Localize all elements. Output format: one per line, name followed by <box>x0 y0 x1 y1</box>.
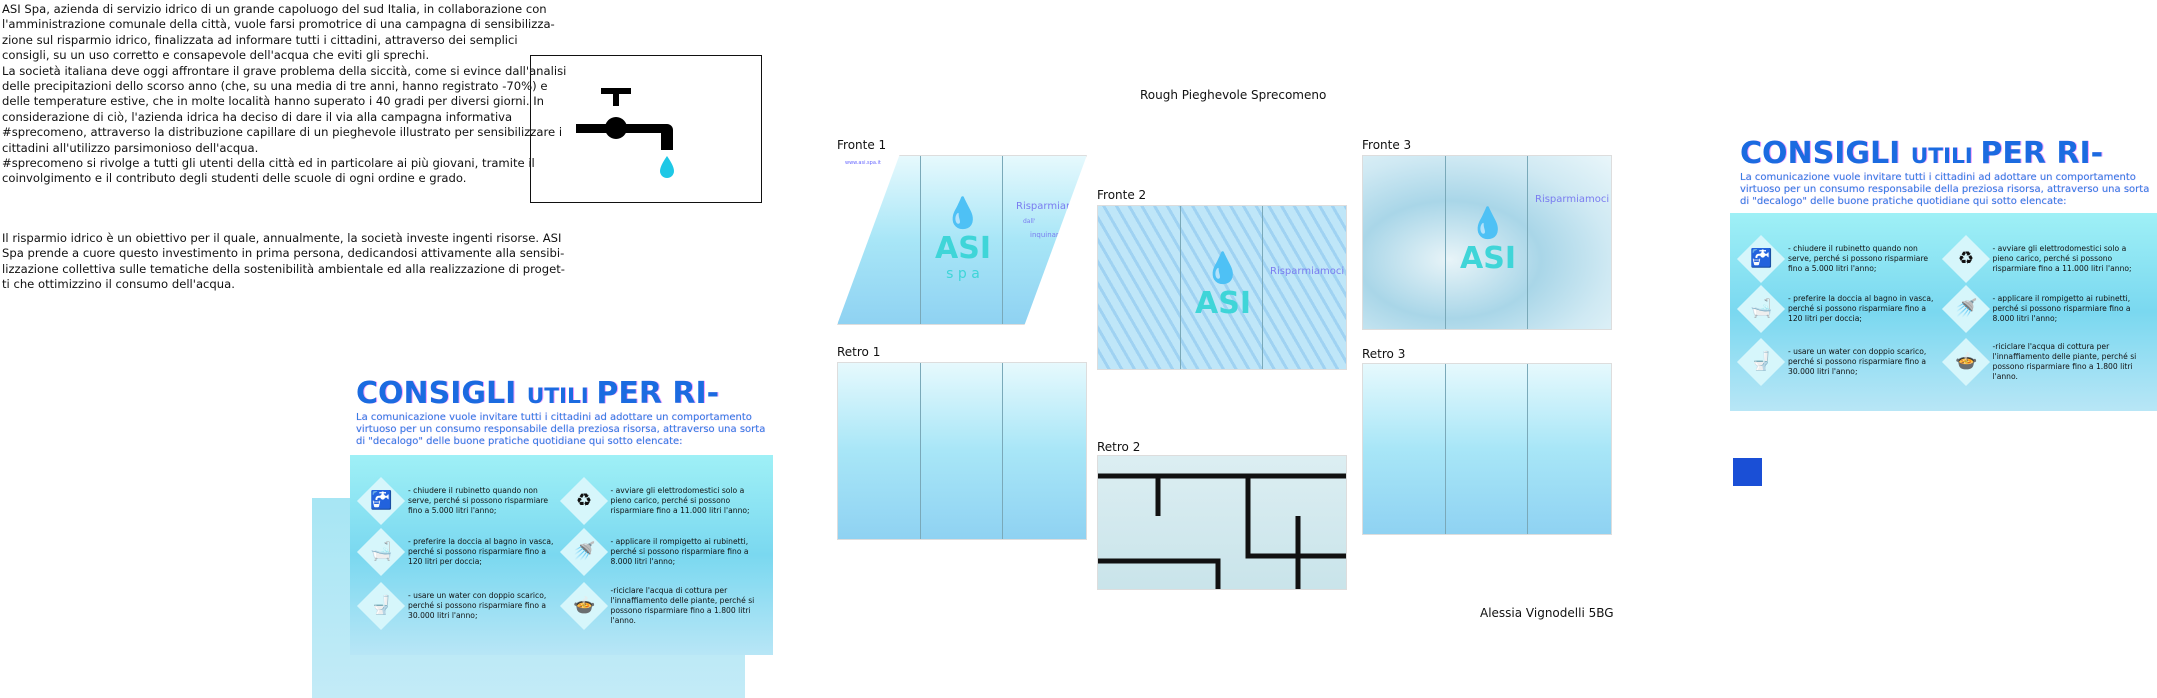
tip-item: ♻- avviare gli elettrodomestici solo a p… <box>559 477 760 526</box>
pipes-illustration <box>1098 473 1346 589</box>
shower-icon: 🚿 <box>1941 284 1990 334</box>
consigli-title: CONSIGLI UTILI PER RI- <box>356 376 720 411</box>
slogan-mid: dall' <box>1023 218 1036 225</box>
tip-text: - usare un water con doppio scarico, per… <box>1788 347 1927 376</box>
mockup-retro-1[interactable] <box>837 362 1087 540</box>
slogan-sub: inquinamento <box>1030 231 1079 239</box>
label-retro-3: Retro 3 <box>1362 347 1406 361</box>
tip-text: - preferire la doccia al bagno in vasca,… <box>1788 294 1934 323</box>
asi-logo: 💧ASI <box>1195 251 1251 321</box>
label-fronte-3: Fronte 3 <box>1362 138 1412 152</box>
tip-item: 🚿- applicare il rompigetto ai rubinetti,… <box>1941 284 2144 334</box>
tap-icon-artboard <box>530 55 762 203</box>
toilet-icon: 🚽 <box>356 581 406 630</box>
tip-item: ♻- avviare gli elettrodomestici solo a p… <box>1941 234 2144 284</box>
slogan: Risparmiamoci <box>1535 194 1610 205</box>
bathtub-icon: 🛁 <box>356 527 406 577</box>
tip-item: 🚰- chiudere il rubinetto quando non serv… <box>356 477 557 526</box>
tip-text: - usare un water con doppio scarico, per… <box>408 590 547 620</box>
brief-paragraph-1: ASI Spa, azienda di servizio idrico di u… <box>2 2 567 186</box>
tip-text: - preferire la doccia al bagno in vasca,… <box>408 536 554 566</box>
pot-icon: 🍲 <box>559 581 608 630</box>
tip-text: - chiudere il rubinetto quando non serve… <box>1788 244 1929 273</box>
toilet-icon: 🚽 <box>1736 337 1786 387</box>
board-title: Rough Pieghevole Sprecomeno <box>1140 88 1327 102</box>
tip-item: 🚽- usare un water con doppio scarico, pe… <box>1736 337 1939 387</box>
tip-item: 🚿- applicare il rompigetto ai rubinetti,… <box>559 527 760 577</box>
mockup-retro-2[interactable] <box>1097 455 1347 590</box>
slogan: Risparmiamoci <box>1270 266 1345 277</box>
brief-paragraph-2: Il risparmio idrico è un obiettivo per i… <box>2 230 565 292</box>
label-fronte-1: Fronte 1 <box>837 138 887 152</box>
label-fronte-2: Fronte 2 <box>1097 188 1147 202</box>
recycle-drop-icon: ♻ <box>559 477 608 526</box>
tip-text: - applicare il rompigetto ai rubinetti, … <box>610 536 749 566</box>
mockup-retro-3[interactable] <box>1362 363 1612 535</box>
label-retro-2: Retro 2 <box>1097 440 1141 454</box>
author: Alessia Vignodelli 5BG <box>1480 606 1614 620</box>
tip-item: 🚰- chiudere il rubinetto quando non serv… <box>1736 234 1939 284</box>
faucet-icon: 🚰 <box>356 477 406 526</box>
faucet-icon: 🚰 <box>1736 234 1786 284</box>
tip-text: -riciclare l'acqua di cottura per l'inna… <box>610 585 755 625</box>
consigli-tips-panel: 🚰- chiudere il rubinetto quando non serv… <box>350 455 773 655</box>
tip-text: - applicare il rompigetto ai rubinetti, … <box>1992 294 2131 323</box>
mockup-fronte-2[interactable]: 💧ASI Risparmiamoci <box>1097 205 1347 370</box>
website: www.asi.spa.it <box>845 160 881 166</box>
slogan: Risparmiamoci <box>1016 201 1087 212</box>
brief-text: ASI Spa, azienda di servizio idrico di u… <box>2 2 567 293</box>
shower-icon: 🚿 <box>559 527 608 577</box>
recycle-drop-icon: ♻ <box>1941 234 1990 284</box>
tip-item: 🛁- preferire la doccia al bagno in vasca… <box>1736 284 1939 334</box>
color-swatch <box>1733 458 1762 486</box>
consigli-description: La comunicazione vuole invitare tutti i … <box>1740 172 2150 207</box>
tip-text: - chiudere il rubinetto quando non serve… <box>408 486 549 516</box>
tip-item: 🛁- preferire la doccia al bagno in vasca… <box>356 527 557 577</box>
consigli-tips-panel: 🚰- chiudere il rubinetto quando non serv… <box>1730 213 2157 411</box>
pot-icon: 🍲 <box>1941 337 1990 387</box>
tip-text: - avviare gli elettrodomestici solo a pi… <box>610 486 750 516</box>
tip-item: 🍲-riciclare l'acqua di cottura per l'inn… <box>559 581 760 630</box>
asi-logo: 💧ASI <box>1460 206 1516 276</box>
tip-text: -riciclare l'acqua di cottura per l'inna… <box>1992 342 2137 381</box>
tip-item: 🍲-riciclare l'acqua di cottura per l'inn… <box>1941 337 2144 387</box>
consigli-description: La comunicazione vuole invitare tutti i … <box>356 412 766 447</box>
tip-item: 🚽- usare un water con doppio scarico, pe… <box>356 581 557 630</box>
bathtub-icon: 🛁 <box>1736 284 1786 334</box>
tip-text: - avviare gli elettrodomestici solo a pi… <box>1992 244 2132 273</box>
mockup-fronte-3[interactable]: 💧ASI Risparmiamoci <box>1362 155 1612 330</box>
consigli-title: CONSIGLI UTILI PER RI- <box>1740 136 2104 171</box>
faucet-drop-icon <box>576 88 674 178</box>
label-retro-1: Retro 1 <box>837 345 881 359</box>
